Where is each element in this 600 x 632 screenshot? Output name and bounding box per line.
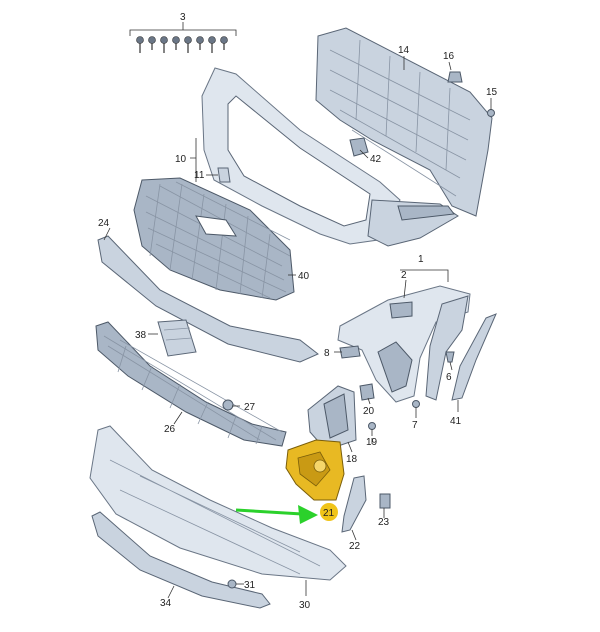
underbody-panel [89,425,347,581]
fastener-set [129,22,237,53]
label-8: 8 [324,348,330,359]
label-22: 22 [349,541,361,552]
highlight-arrow [235,505,318,524]
leader-lines [103,56,492,599]
fastener-icon [196,36,204,50]
label-38: 38 [135,330,147,341]
fastener-icon [148,36,156,50]
grille-lower-trim-strip [97,235,319,363]
clip-23 [379,493,391,509]
fasteners-group [359,71,495,436]
label-34: 34 [160,598,172,609]
label-14: 14 [398,45,410,56]
label-10: 10 [175,154,187,165]
fastener-icon [220,36,228,50]
label-16: 16 [443,51,455,62]
label-3: 3 [180,12,186,23]
screw-31 [227,579,237,589]
part-21-badge [320,503,338,521]
label-24: 24 [98,218,110,229]
bumper-side-cover [337,285,471,403]
fastener-icon [136,36,144,53]
label-1: 1 [418,254,424,265]
lower-grille [95,321,287,447]
label-41: 41 [450,416,462,427]
part-labels: 3 14 16 15 42 10 11 24 40 1 2 8 38 6 20 … [98,12,498,611]
label-7: 7 [412,420,418,431]
label-20: 20 [363,406,375,417]
grille-bracket [157,319,197,357]
fastener-icon [160,36,168,53]
radiator-grille [133,177,295,301]
fastener-icon [172,36,180,50]
label-42: 42 [370,154,382,165]
label-18: 18 [346,454,358,465]
label-30: 30 [299,600,311,611]
fastener-icon [208,36,216,53]
side-trim-strip [451,313,497,401]
tow-eye-cap [349,137,369,157]
label-40: 40 [298,271,310,282]
label-2: 2 [401,270,407,281]
label-19: 19 [366,437,378,448]
label-6: 6 [446,372,452,383]
front-spoiler-lip [91,511,271,609]
label-23: 23 [378,517,390,528]
grille-surround-frame [201,67,459,247]
highlighted-bracket-21 [285,439,345,501]
label-15: 15 [486,87,498,98]
fog-light-housing [307,385,357,451]
clip-part [217,167,231,183]
tow-hook-cover [339,345,361,359]
label-21: 21 [323,508,335,519]
label-31: 31 [244,580,256,591]
label-11: 11 [194,170,205,181]
screw-27 [222,399,234,411]
lower-side-strip [341,475,367,533]
fastener-icon [184,36,192,53]
label-27: 27 [244,402,256,413]
label-26: 26 [164,424,176,435]
